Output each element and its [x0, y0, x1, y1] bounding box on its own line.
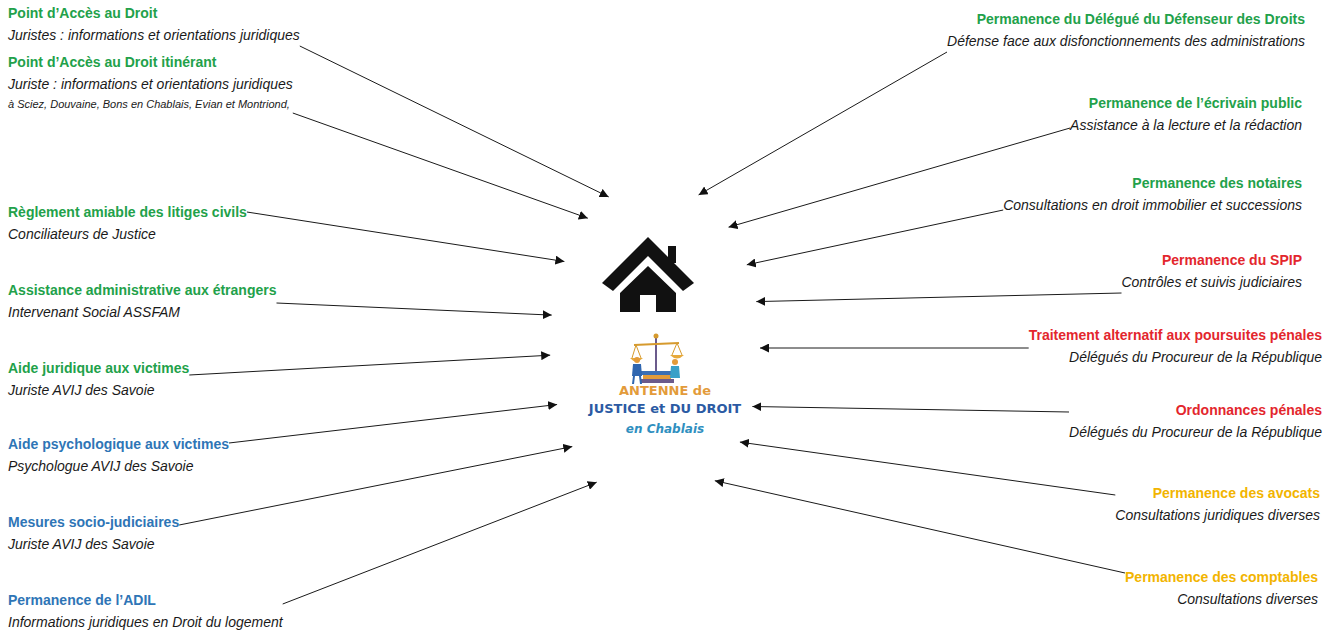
arrow-connector	[752, 407, 1069, 413]
arrow-connector	[756, 293, 1121, 302]
service-detail: Informations juridiques en Droit du loge…	[8, 611, 283, 633]
service-title: Aide psychologique aux victimes	[8, 433, 229, 455]
service-detail: Juriste : informations et orientations j…	[8, 73, 293, 95]
service-title: Règlement amiable des litiges civils	[8, 201, 247, 223]
service-item: Point d’Accès au Droit itinérantJuriste …	[8, 51, 293, 113]
service-detail: Défense face aux disfonctionnements des …	[947, 30, 1305, 52]
service-detail: Consultations diverses	[1125, 588, 1318, 610]
location-list: à Sciez, Douvaine, Bons en Chablais, Evi…	[8, 95, 293, 113]
service-item: Permanence du Délégué du Défenseur des D…	[947, 8, 1305, 52]
service-title: Permanence des notaires	[1003, 172, 1302, 194]
service-item: Assistance administrative aux étrangersI…	[8, 279, 276, 323]
service-item: Permanence du SPIPContrôles et suivis ju…	[1121, 249, 1302, 293]
service-item: Aide psychologique aux victimesPsycholog…	[8, 433, 229, 477]
service-detail: Conciliateurs de Justice	[8, 223, 247, 245]
arrow-connector	[229, 405, 557, 444]
service-item: Règlement amiable des litiges civilsConc…	[8, 201, 247, 245]
service-detail: Juriste AVIJ des Savoie	[8, 379, 189, 401]
service-item: Permanence des avocatsConsultations juri…	[1115, 482, 1320, 526]
service-title: Permanence des comptables	[1125, 566, 1318, 588]
arrow-connector	[293, 113, 588, 218]
house-icon	[602, 237, 694, 312]
service-detail: Juriste AVIJ des Savoie	[8, 533, 179, 555]
arrow-connector	[179, 447, 572, 525]
arrow-connector	[277, 303, 552, 315]
service-item: Aide juridique aux victimesJuriste AVIJ …	[8, 357, 189, 401]
service-item: Permanence de l’ADILInformations juridiq…	[8, 589, 283, 633]
service-title: Assistance administrative aux étrangers	[8, 279, 276, 301]
arrow-connector	[760, 348, 1029, 349]
service-detail: Intervenant Social ASSFAM	[8, 301, 276, 323]
service-detail: Délégués du Procureur de la République	[1069, 421, 1322, 443]
service-detail: Consultations en droit immobilier et suc…	[1003, 194, 1302, 216]
service-title: Permanence du SPIP	[1121, 249, 1302, 271]
service-title: Permanence du Délégué du Défenseur des D…	[947, 8, 1305, 30]
service-title: Point d’Accès au Droit itinérant	[8, 51, 293, 73]
service-item: Permanence de l’écrivain publicAssistanc…	[1070, 92, 1302, 136]
service-detail: Consultations juridiques diverses	[1115, 504, 1320, 526]
arrow-connector	[740, 442, 1115, 495]
service-item: Point d’Accès au DroitJuristes : informa…	[8, 2, 300, 46]
service-title: Aide juridique aux victimes	[8, 357, 189, 379]
service-detail: Délégués du Procureur de la République	[1029, 346, 1322, 368]
arrow-connector	[747, 210, 1003, 265]
service-item: Permanence des notairesConsultations en …	[1003, 172, 1302, 216]
service-detail: Contrôles et suivis judiciaires	[1121, 271, 1302, 293]
service-item: Permanence des comptablesConsultations d…	[1125, 566, 1318, 610]
service-title: Mesures socio-judiciaires	[8, 511, 179, 533]
arrow-connector	[283, 482, 597, 604]
logo-hub: ANTENNE deJUSTICE et DU DROITen Chablais	[550, 180, 760, 510]
service-item: Mesures socio-judiciairesJuriste AVIJ de…	[8, 511, 179, 555]
service-title: Permanence de l’ADIL	[8, 589, 283, 611]
service-title: Traitement alternatif aux poursuites pén…	[1029, 324, 1322, 346]
arrow-connector	[247, 212, 565, 262]
logo-text: en Chablais	[560, 422, 770, 436]
service-title: Permanence de l’écrivain public	[1070, 92, 1302, 114]
service-title: Point d’Accès au Droit	[8, 2, 300, 24]
service-title: Ordonnances pénales	[1069, 399, 1322, 421]
service-detail: Assistance à la lecture et la rédaction	[1070, 114, 1302, 136]
service-item: Ordonnances pénalesDélégués du Procureur…	[1069, 399, 1322, 443]
arrow-connector	[300, 46, 609, 197]
service-detail: Psychologue AVIJ des Savoie	[8, 455, 229, 477]
logo-text: JUSTICE et DU DROIT	[560, 401, 770, 416]
service-item: Traitement alternatif aux poursuites pén…	[1029, 324, 1322, 368]
service-title: Permanence des avocats	[1115, 482, 1320, 504]
arrow-connector	[699, 52, 947, 195]
service-detail: Juristes : informations et orientations …	[8, 24, 300, 46]
logo-text: ANTENNE de	[560, 383, 770, 398]
arrow-connector	[189, 355, 550, 375]
scales-logo	[630, 334, 684, 385]
arrow-connector	[715, 481, 1125, 573]
